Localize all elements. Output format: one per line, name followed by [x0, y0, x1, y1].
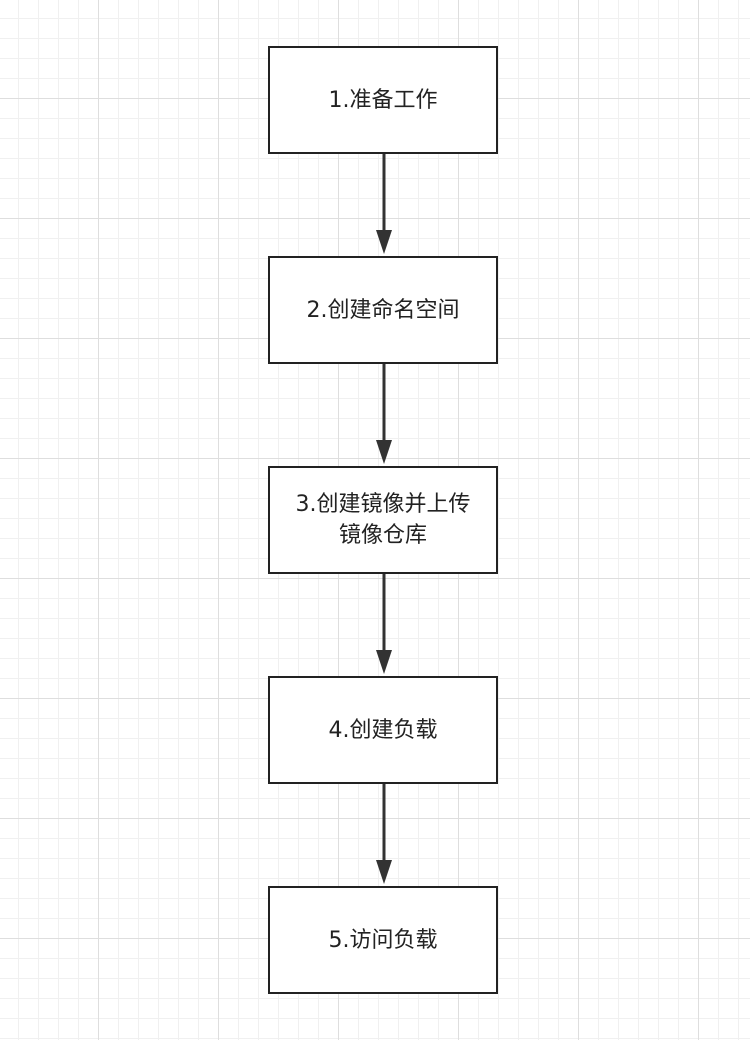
- step-label: 1.准备工作: [328, 87, 438, 113]
- step-label: 5.访问负载: [328, 927, 438, 953]
- connector-arrow: [376, 364, 392, 464]
- connector-arrow: [376, 784, 392, 884]
- step-label: 3.创建镜像并上传镜像仓库: [295, 492, 471, 548]
- step-box-prepare[interactable]: 1.准备工作: [268, 46, 498, 154]
- step-box-create-workload[interactable]: 4.创建负载: [268, 676, 498, 784]
- step-label: 2.创建命名空间: [306, 297, 460, 323]
- step-box-create-image[interactable]: 3.创建镜像并上传镜像仓库: [268, 466, 498, 574]
- step-label: 4.创建负载: [328, 717, 438, 743]
- connector-arrow: [376, 574, 392, 674]
- step-box-create-namespace[interactable]: 2.创建命名空间: [268, 256, 498, 364]
- step-box-access-workload[interactable]: 5.访问负载: [268, 886, 498, 994]
- connector-arrow: [376, 154, 392, 254]
